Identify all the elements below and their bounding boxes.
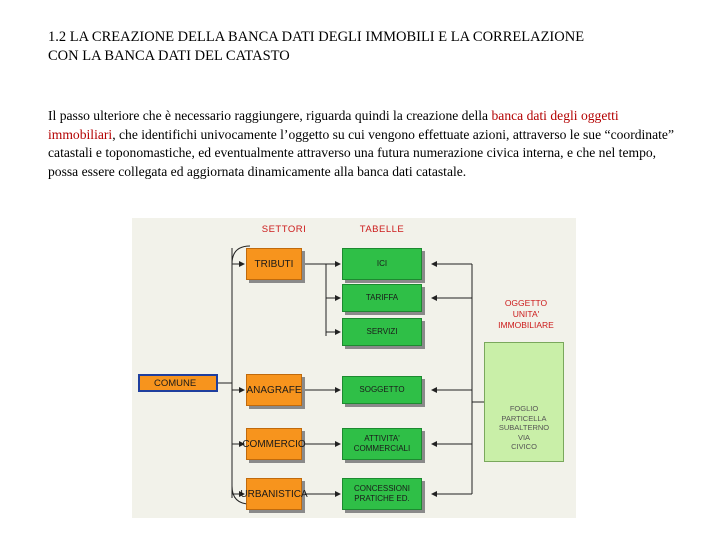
soggetto-box: SOGGETTO — [342, 376, 422, 404]
comune-box: COMUNE — [138, 374, 218, 392]
paragraph-highlight: banca dati degli oggetti immobiliari — [48, 108, 619, 142]
tariffa-box: TARIFFA — [342, 284, 422, 312]
anagrafe-box: ANAGRAFE — [246, 374, 302, 406]
settori-header: SETTORI — [261, 224, 307, 235]
database-diagram: SETTORI TABELLE COMUNE TRIBUTI ANAGRAFE … — [132, 218, 576, 518]
tabelle-header: TABELLE — [359, 224, 405, 235]
ici-box: ICI — [342, 248, 422, 280]
paragraph-text-end: , che identifichi univocamente l’oggetto… — [48, 126, 674, 179]
intro-paragraph: Il passo ulteriore che è necessario ragg… — [48, 107, 678, 181]
oggetto-coordinates: FOGLIO PARTICELLA SUBALTERNO VIA CIVICO — [498, 404, 550, 451]
attivita-commerciali-box: ATTIVITA' COMMERCIALI — [342, 428, 422, 460]
paragraph-text-start: Il passo ulteriore che è necessario ragg… — [48, 108, 492, 123]
concessioni-box: CONCESSIONI PRATICHE ED. — [342, 478, 422, 510]
servizi-box: SERVIZI — [342, 318, 422, 346]
commercio-box: COMMERCIO — [242, 428, 306, 460]
oggetto-title: OGGETTO UNITA' IMMOBILIARE — [498, 298, 554, 330]
diagram-connectors — [218, 245, 549, 505]
oggetto-panel — [484, 342, 564, 462]
urbanistica-box: URBANISTICA — [240, 478, 308, 510]
page-title: 1.2 LA CREAZIONE DELLA BANCA DATI DEGLI … — [48, 29, 585, 64]
tributi-box: TRIBUTI — [246, 248, 302, 280]
